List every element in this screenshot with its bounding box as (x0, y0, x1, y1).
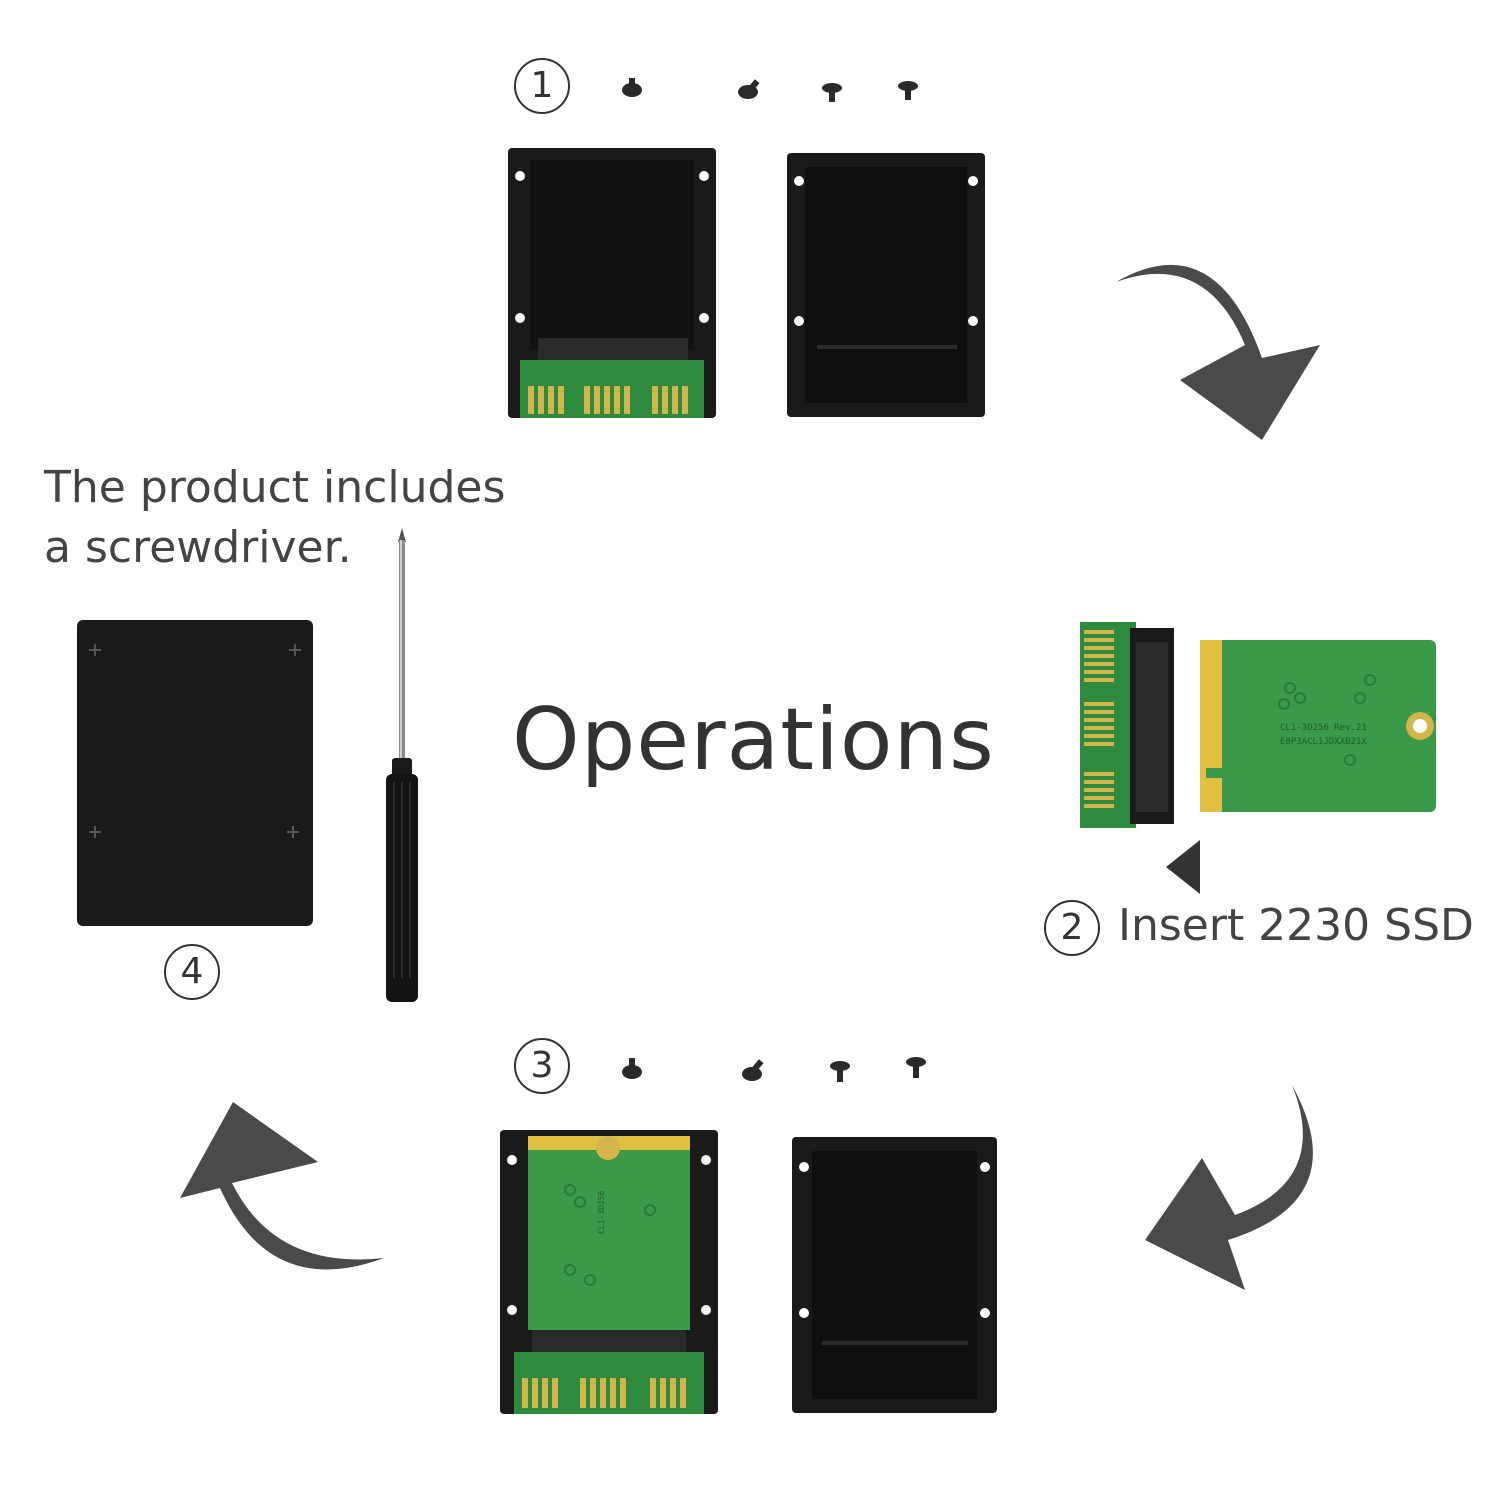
note-line-1: The product includes (44, 462, 506, 513)
step-2-number: 2 (1044, 900, 1100, 956)
step-3-cover (792, 1137, 997, 1413)
note-line-2: a screwdriver. (44, 522, 352, 573)
step-1-number: 1 (514, 58, 570, 114)
diagram-title: Operations (512, 690, 995, 790)
screw-icon (622, 1057, 926, 1082)
step-4-number: 4 (164, 944, 220, 1000)
enclosure-icon (77, 620, 313, 926)
adapter-board-icon (1080, 622, 1174, 828)
svg-text:E8P3ACL1JDXXB21X: E8P3ACL1JDXXB21X (1280, 737, 1367, 747)
insert-direction-arrow-icon (1166, 840, 1200, 894)
step-3-base-with-ssd: CL1-3D256 (500, 1130, 718, 1414)
screwdriver-icon (386, 528, 418, 1002)
step-3-number: 3 (514, 1038, 570, 1094)
step-1-base-plate (508, 148, 716, 418)
step-2-label: Insert 2230 SSD (1118, 900, 1474, 951)
step-1-cover (787, 153, 985, 417)
screwdriver-note: The product includes a screwdriver. (44, 458, 505, 578)
svg-text:CL1-3D256 Rev.21: CL1-3D256 Rev.21 (1280, 723, 1367, 733)
screw-icon (622, 78, 918, 102)
ssd-card-icon: CL1-3D256 Rev.21 E8P3ACL1JDXXB21X (1200, 640, 1436, 812)
svg-text:CL1-3D256: CL1-3D256 (597, 1190, 606, 1234)
